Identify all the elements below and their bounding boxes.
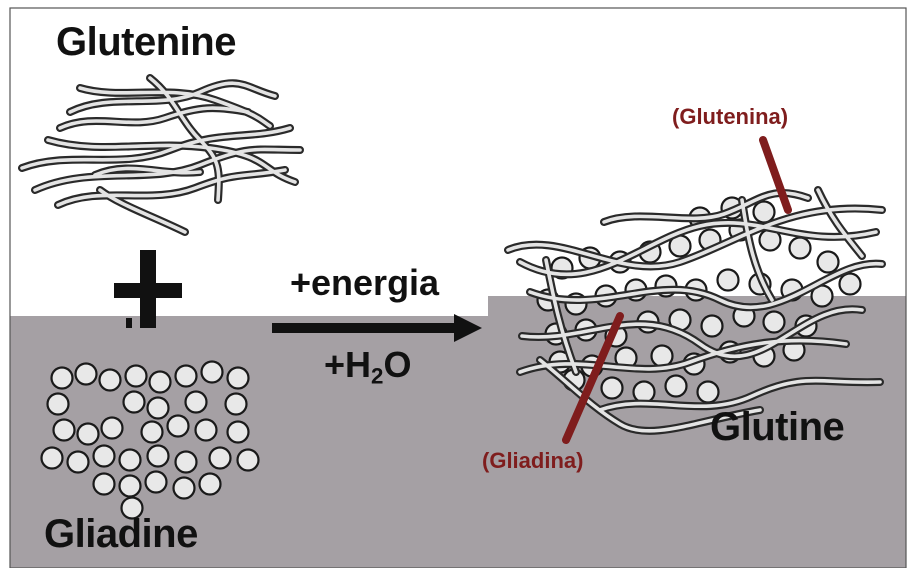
- plus-icon: [114, 250, 182, 328]
- outer-frame: [9, 7, 907, 568]
- water-suffix: O: [383, 344, 412, 385]
- gluten-fibers: [504, 186, 886, 435]
- glutenina-tag: (Glutenina): [672, 104, 789, 129]
- water-label: +H2O: [324, 344, 411, 390]
- energy-label: +energia: [290, 262, 440, 303]
- water-subscript: 2: [371, 363, 384, 389]
- gluten-network-icon: [504, 186, 886, 435]
- glutenin-fibers-icon: [18, 74, 304, 236]
- gliadine-label: Gliadine: [44, 512, 198, 556]
- gliadina-pointer: [562, 312, 624, 444]
- glutenina-pointer: [759, 136, 792, 214]
- gliadina-tag: (Gliadina): [482, 448, 584, 473]
- glutenine-label: Glutenine: [56, 20, 236, 64]
- water-prefix: +H: [324, 344, 372, 385]
- arrow-right-icon: [272, 314, 482, 342]
- glutine-label: Glutine: [710, 405, 845, 449]
